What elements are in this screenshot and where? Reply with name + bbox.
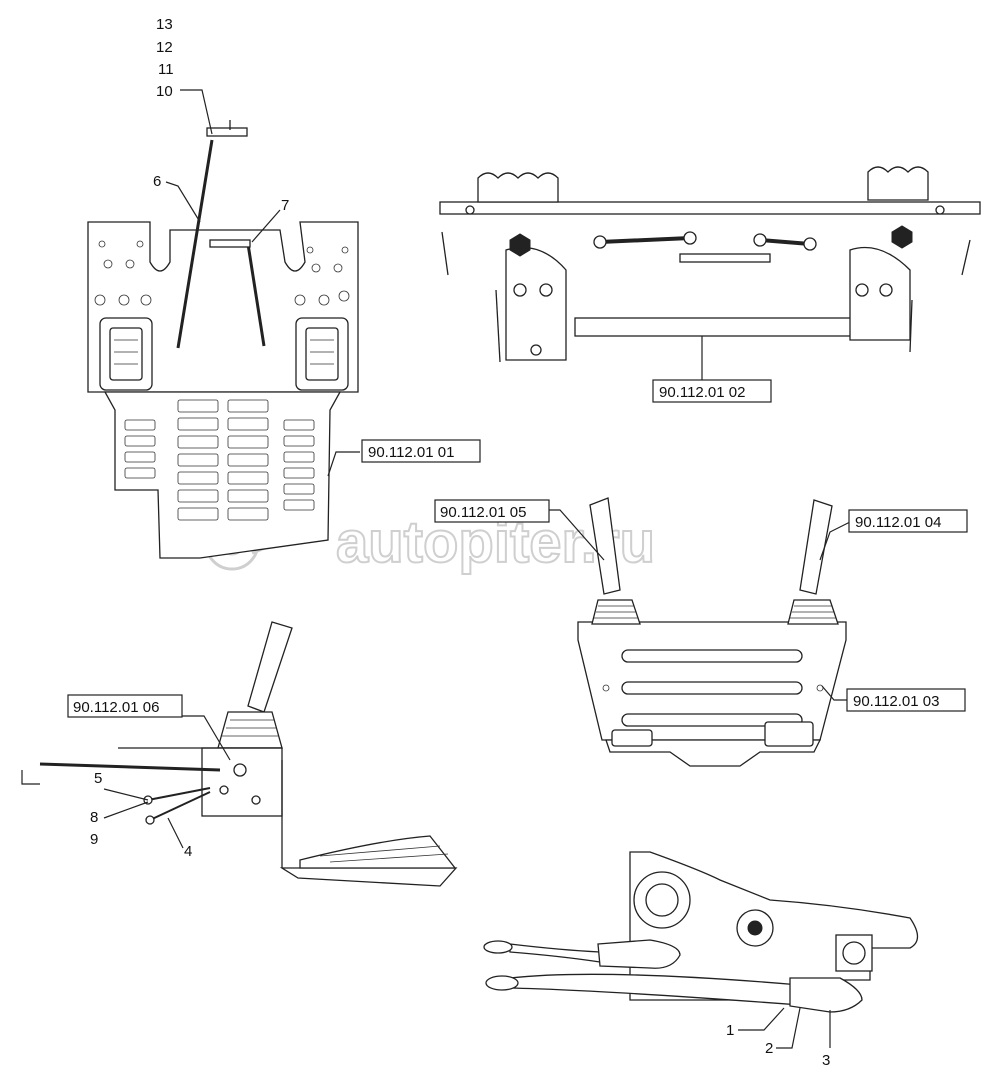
callout-13: 13 [156,16,173,33]
lever-bracket-assembly [483,851,919,1013]
ref-box-04[interactable]: 90.112.01 04 [848,509,968,533]
callout-6: 6 [153,173,161,190]
callout-2: 2 [765,1040,773,1057]
joystick-console [577,497,847,767]
callout-7: 7 [281,197,289,214]
ref-box-03[interactable]: 90.112.01 03 [846,688,966,712]
callout-12: 12 [156,39,173,56]
callout-10: 10 [156,83,173,100]
ref-label-05: 90.112.01 05 [440,504,526,521]
ref-box-06[interactable]: 90.112.01 06 [67,694,183,718]
callout-5: 5 [94,770,102,787]
reference-boxes: 90.112.01 01 90.112.01 02 90.112.01 05 9… [67,379,968,718]
ref-label-04: 90.112.01 04 [855,514,941,531]
callout-3: 3 [822,1052,830,1069]
callout-9: 9 [90,831,98,848]
ref-box-01[interactable]: 90.112.01 01 [361,439,481,463]
linkage-assembly [439,166,981,363]
single-joystick-assembly [21,621,458,887]
ref-label-02: 90.112.01 02 [659,384,745,401]
ref-box-02[interactable]: 90.112.01 02 [652,379,772,403]
callout-1: 1 [726,1022,734,1039]
leader-lines [103,89,851,1049]
ref-box-05[interactable]: 90.112.01 05 [434,499,550,523]
callout-labels: 13 12 11 10 6 7 5 8 9 4 1 2 3 [90,16,830,1069]
callout-11: 11 [158,61,174,78]
ref-label-06: 90.112.01 06 [73,699,159,716]
ref-label-03: 90.112.01 03 [853,693,939,710]
callout-8: 8 [90,809,98,826]
ref-label-01: 90.112.01 01 [368,444,454,461]
seat-base-assembly [87,120,359,559]
callout-4: 4 [184,843,192,860]
